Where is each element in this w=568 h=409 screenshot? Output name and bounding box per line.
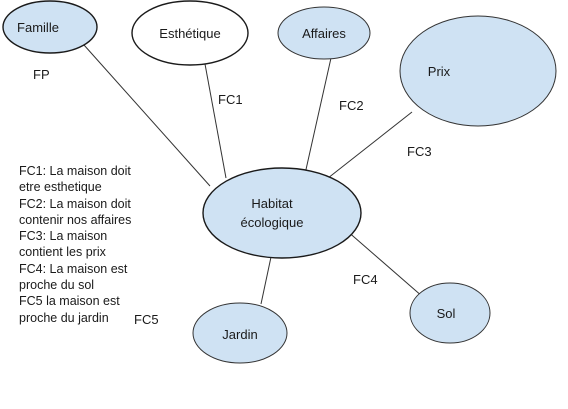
- edge-affaires: [304, 57, 332, 175]
- node-esthetique-label: Esthétique: [159, 26, 220, 41]
- legend-line: FC1: La maison doit: [19, 164, 131, 178]
- legend-line: proche du sol: [19, 278, 95, 293]
- legend-line: contenir nos affaires: [19, 212, 132, 227]
- legend-line: proche du jardin: [19, 310, 109, 325]
- node-esthetique: [131, 0, 249, 66]
- label-fc2: FC2: [339, 98, 364, 113]
- node-sol-label: Sol: [437, 306, 456, 321]
- label-fc1: FC1: [218, 92, 243, 107]
- edge-esthetique: [204, 63, 227, 179]
- edge-sol: [345, 229, 424, 298]
- legend-line: FC5 la maison est: [19, 294, 120, 309]
- node-prix-label: Prix: [428, 64, 451, 79]
- node-habitat-label-line2: écologique: [241, 215, 304, 230]
- legend-line: FC2: La maison doit: [19, 196, 131, 211]
- node-famille: [2, 0, 98, 54]
- label-fc5: FC5: [134, 312, 159, 327]
- node-affaires: [277, 6, 371, 60]
- node-habitat: [202, 167, 362, 259]
- node-famille-label: Famille: [17, 20, 59, 35]
- node-jardin-label: Jardin: [222, 327, 257, 342]
- edge-jardin: [260, 256, 272, 305]
- edge-famille: [83, 44, 211, 187]
- edge-prix: [322, 111, 413, 183]
- legend-line: etre esthetique: [19, 180, 102, 195]
- label-fp: FP: [33, 67, 50, 82]
- node-habitat-label-line1: Habitat: [251, 196, 293, 211]
- node-jardin: [192, 302, 288, 364]
- label-fc4: FC4: [353, 272, 378, 287]
- node-sol: [409, 282, 491, 344]
- legend-line: FC4: La maison est: [19, 261, 128, 276]
- node-affaires-label: Affaires: [302, 26, 346, 41]
- function-legend: FC1: La maison doit etre esthetique FC2:…: [19, 163, 179, 326]
- legend-line: FC3: La maison: [19, 229, 108, 244]
- label-fc3: FC3: [407, 144, 432, 159]
- legend-line: contient les prix: [19, 245, 106, 260]
- node-prix: [399, 15, 557, 127]
